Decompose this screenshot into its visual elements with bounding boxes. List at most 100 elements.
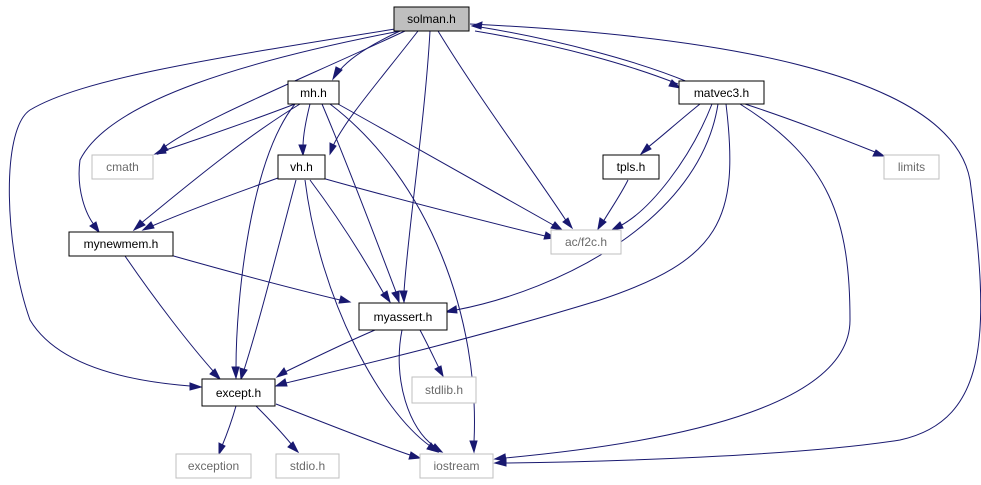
node-cmath-label: cmath (106, 160, 139, 174)
node-mynewmem[interactable]: mynewmem.h (68, 231, 174, 257)
edge-matvec3-iostream-arrow (493, 453, 507, 462)
node-iostream-label: iostream (433, 459, 479, 473)
edge-mh-vh (302, 103, 311, 148)
edge-except-exception (221, 405, 237, 447)
edge-solman-vh-arrow (329, 142, 337, 156)
node-limits[interactable]: limits (883, 154, 940, 180)
edge-vh-except (243, 179, 297, 371)
nodes: solman.h mh.h matvec3.h cmath vh.h tpls.… (68, 6, 940, 479)
edge-myassert-except-arrow (275, 367, 288, 378)
edge-except-stdio-arrow (287, 441, 300, 454)
edge-mh-cmath-arrow (153, 146, 167, 155)
edge-except-exception-arrow (218, 442, 226, 456)
edge-matvec3-tpls-arrow (639, 143, 652, 156)
edge-matvec3-iostream (504, 103, 851, 459)
edge-solman-mh-arrow (332, 66, 343, 81)
node-tpls-label: tpls.h (617, 160, 646, 174)
node-stdlib[interactable]: stdlib.h (411, 376, 477, 404)
edge-mh-except-arrow (231, 366, 240, 380)
edge-matvec3-myassert-arrow (444, 305, 458, 314)
edge-mynewmem-myassert (169, 254, 341, 301)
edge-vh-myassert-arrow (380, 290, 391, 304)
edge-matvec3-af2c (619, 103, 713, 227)
node-limits-label: limits (898, 160, 925, 174)
edge-myassert-stdlib (419, 329, 440, 369)
edge-solman-myassert-arrow (399, 290, 408, 304)
edge-solman-myassert (403, 30, 431, 293)
edge-tpls-af2c (602, 179, 629, 223)
edge-matvec3-limits-arrow (872, 149, 886, 157)
edge-myassert-except (284, 329, 376, 373)
node-myassert[interactable]: myassert.h (358, 302, 448, 331)
edge-mh-cmath (162, 103, 296, 152)
edge-mh-af2c (337, 103, 556, 227)
edge-vh-except-arrow (239, 367, 248, 381)
edge-solman-matvec3-arrow (668, 79, 682, 89)
node-mh-label: mh.h (300, 86, 327, 100)
edge-except-iostream-arrow (408, 451, 422, 460)
edge-matvec3-solman-arrow (470, 21, 483, 30)
edge-mh-myassert (321, 103, 397, 293)
edge-myassert-stdlib-arrow (434, 365, 444, 378)
edge-mh-mynewmem-arrow (132, 219, 146, 232)
edge-solman-mh (339, 30, 401, 71)
node-mynewmem-label: mynewmem.h (84, 237, 159, 251)
edge-solman-mynewmem-arrow (89, 221, 100, 234)
edge-mynewmem-except (124, 255, 215, 373)
node-stdio[interactable]: stdio.h (275, 453, 340, 479)
node-solman[interactable]: solman.h (393, 6, 470, 32)
edge-mh-myassert-arrow (391, 290, 400, 304)
node-iostream[interactable]: iostream (419, 453, 494, 479)
edge-matvec3-limits (744, 103, 876, 153)
edge-mh-af2c-arrow (550, 221, 564, 231)
edge-matvec3-af2c-arrow (610, 221, 624, 231)
edge-matvec3-solman (479, 26, 689, 83)
node-tpls[interactable]: tpls.h (602, 154, 660, 180)
node-myassert-label: myassert.h (374, 310, 433, 324)
node-cmath[interactable]: cmath (91, 154, 154, 180)
edge-solman-except-arrow (189, 382, 203, 391)
edge-solman-iostream (469, 23, 981, 464)
edge-vh-mynewmem-arrow (141, 221, 155, 231)
node-vh-label: vh.h (290, 160, 313, 174)
node-af2c[interactable]: ac/f2c.h (550, 229, 622, 255)
edge-solman-af2c-arrow (562, 217, 574, 230)
edge-solman-mynewmem (78, 30, 401, 227)
node-stdlib-label: stdlib.h (425, 383, 463, 397)
node-matvec3[interactable]: matvec3.h (678, 80, 765, 105)
edge-matvec3-except (285, 103, 731, 384)
node-exception-label: exception (188, 459, 239, 473)
node-vh[interactable]: vh.h (277, 154, 326, 180)
edge-mh-iostream-arrow (469, 440, 478, 454)
edge-solman-except (8, 28, 396, 387)
edge-vh-iostream (304, 179, 431, 447)
edge-except-stdio (255, 405, 293, 446)
node-except[interactable]: except.h (201, 378, 276, 407)
edges (8, 21, 981, 467)
node-except-label: except.h (216, 386, 261, 400)
edge-except-iostream (275, 403, 411, 456)
edge-mh-mynewmem (139, 103, 301, 225)
node-matvec3-label: matvec3.h (694, 86, 749, 100)
edge-vh-mynewmem (151, 177, 279, 227)
edge-mh-except (235, 103, 296, 369)
edge-myassert-iostream (398, 329, 435, 447)
edge-vh-af2c (321, 177, 546, 237)
edge-mh-vh-arrow (298, 144, 307, 157)
edge-matvec3-except-arrow (274, 378, 288, 387)
node-mh[interactable]: mh.h (287, 80, 340, 105)
edge-tpls-af2c-arrow (597, 217, 607, 231)
node-stdio-label: stdio.h (290, 459, 325, 473)
node-af2c-label: ac/f2c.h (565, 235, 607, 249)
edge-solman-matvec3 (474, 30, 679, 85)
edge-vh-myassert (309, 179, 385, 295)
edge-mynewmem-myassert-arrow (338, 295, 352, 304)
edge-matvec3-myassert (455, 103, 719, 311)
node-exception[interactable]: exception (175, 453, 252, 479)
edge-solman-cmath (162, 30, 406, 149)
edge-myassert-iostream-arrow (430, 443, 444, 453)
edge-solman-vh (332, 30, 419, 147)
edge-matvec3-tpls (646, 103, 701, 149)
edge-mynewmem-except-arrow (209, 368, 222, 381)
